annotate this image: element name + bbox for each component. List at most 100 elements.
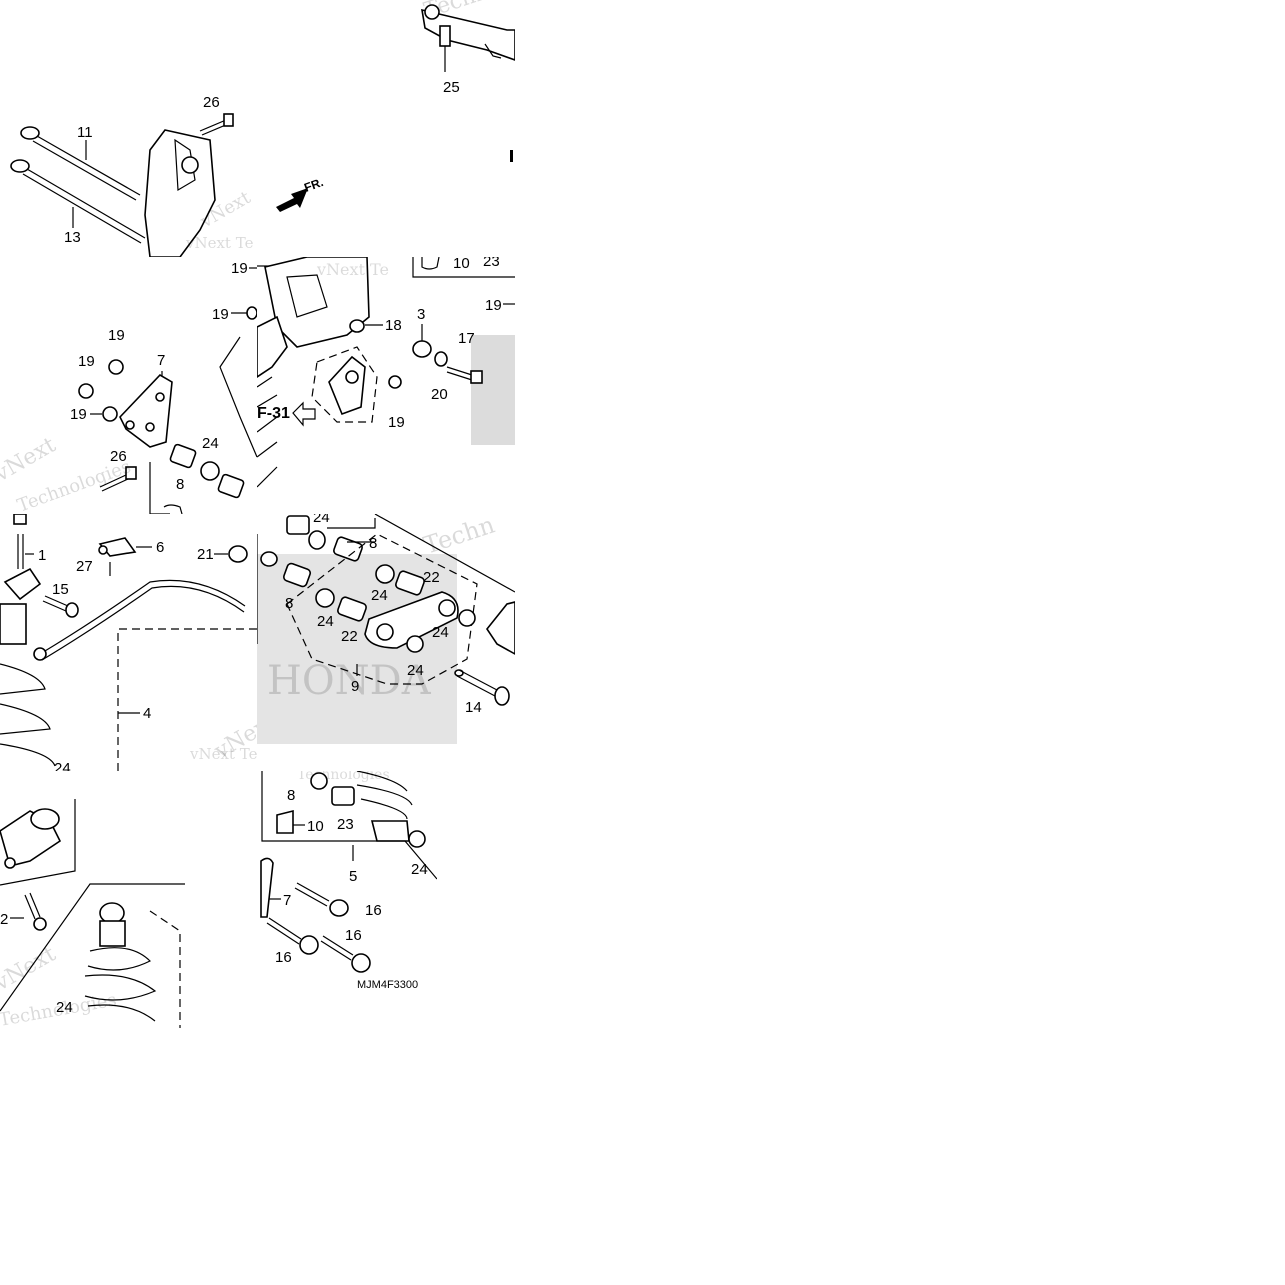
callout-21: 21: [197, 546, 214, 563]
callout-19: 19: [231, 260, 248, 277]
seal-24: [458, 609, 476, 627]
edge-mark: [510, 150, 513, 162]
shock-reservoir: [0, 603, 27, 645]
item-10-shape: [163, 504, 183, 514]
tile-bolts: Technologies 8 23 10 24 5 7: [257, 771, 437, 1028]
callout-24: 24: [56, 999, 73, 1016]
bracket-leader: [327, 518, 376, 543]
callout-19: 19: [70, 406, 87, 423]
callout-19: 19: [388, 414, 405, 431]
tile-plate: 19 19 19 19 19 7 8 24: [0, 257, 257, 514]
clamp-hole: [98, 545, 108, 555]
bolt-16: [266, 917, 319, 955]
callout-19: 19: [212, 306, 229, 323]
callout-19: 19: [108, 327, 125, 344]
collar-8: [333, 536, 363, 562]
box-outline: [0, 883, 185, 1012]
cross-window: [286, 274, 328, 318]
seal-24: [308, 530, 326, 550]
tile-link-assembly: Techn HONDA 24 8 8 24 22 24 22: [257, 514, 515, 771]
grommet-21: [228, 545, 248, 563]
callout-9: 9: [351, 678, 359, 695]
nut-19: [388, 375, 402, 389]
seal-24: [408, 830, 426, 848]
part-code: MJM4F3300: [357, 979, 418, 991]
tile-shock: 1 15 6 27 21: [0, 514, 257, 771]
callout-16: 16: [345, 927, 362, 944]
bolt-14: [454, 669, 510, 706]
callout-24: 24: [54, 760, 71, 771]
seal-24: [406, 635, 424, 653]
frame-window: [174, 138, 196, 192]
nut-19: [108, 359, 124, 375]
washer-20: [434, 351, 448, 367]
frame-edge: [484, 43, 502, 59]
box-edge: [149, 462, 170, 514]
callout-26: 26: [203, 94, 220, 111]
nut-19: [78, 383, 94, 399]
seal-24: [200, 461, 220, 481]
watermark: vNext Te: [316, 260, 389, 279]
callout-20: 20: [431, 386, 448, 403]
item-10-shape: [421, 257, 440, 270]
callout-19: 19: [78, 353, 95, 370]
callout-16: 16: [275, 949, 292, 966]
bolt-2: [24, 892, 47, 931]
hose: [41, 585, 245, 661]
callout-24: 24: [371, 587, 388, 604]
plate-hole: [125, 420, 135, 430]
bolt-11: [20, 126, 141, 201]
collar-8: [169, 443, 197, 469]
nut-18: [349, 319, 365, 333]
tile-shock-assy: 2 24 vNext Technologies: [0, 771, 185, 1028]
callout-18: 18: [385, 317, 402, 334]
bracket: [3, 567, 42, 601]
nut-19: [102, 406, 118, 422]
callout-23: 23: [483, 257, 500, 270]
callout-3: 3: [417, 306, 425, 323]
callout-24: 24: [411, 861, 428, 878]
plate-7: [260, 857, 274, 918]
bolt-26: [99, 466, 137, 492]
watermark: vNext Te: [189, 745, 257, 763]
callout-5: 5: [349, 868, 357, 885]
callout-10: 10: [307, 818, 324, 835]
bushing-23: [331, 786, 355, 806]
frame-curve: [219, 336, 257, 458]
bolt-17: [446, 366, 483, 384]
fitting: [4, 857, 16, 869]
shock-spring: [257, 376, 278, 488]
collar-8: [282, 562, 312, 588]
bolt-13: [10, 159, 146, 244]
callout-6: 6: [156, 539, 164, 556]
callout-7: 7: [157, 352, 165, 369]
nut: [13, 514, 27, 525]
ref-arrow-icon: [292, 401, 316, 427]
box-edge: [412, 257, 515, 278]
frame-outline: [0, 799, 76, 886]
seal-24: [375, 564, 395, 584]
halftone-logo: [471, 335, 515, 445]
tile-link-bracket: 19 18 10 23 19 3 20 17: [257, 257, 515, 514]
seal: [260, 551, 278, 567]
seal-24: [310, 772, 328, 790]
callout-11: 11: [77, 124, 93, 141]
link-hole: [438, 599, 456, 617]
shock-top-eye: [99, 902, 125, 924]
fr-arrow: FR.: [276, 175, 325, 212]
watermark: HONDA: [267, 658, 432, 704]
callout-15: 15: [52, 581, 69, 598]
callout-24: 24: [432, 624, 449, 641]
nut-19: [246, 306, 257, 320]
detail-outline: [311, 346, 378, 423]
plate-hole: [155, 392, 165, 402]
front-arrow-icon: [276, 188, 308, 212]
link-hole: [345, 370, 359, 384]
tile-frame-mount: 11 13 26 FR. vNext Te vNext: [0, 0, 257, 257]
bushing-22: [337, 596, 367, 622]
plate-7: [119, 373, 173, 448]
callout-26: 26: [110, 448, 127, 465]
callout-22: 22: [423, 569, 440, 586]
link-hole: [376, 623, 394, 641]
